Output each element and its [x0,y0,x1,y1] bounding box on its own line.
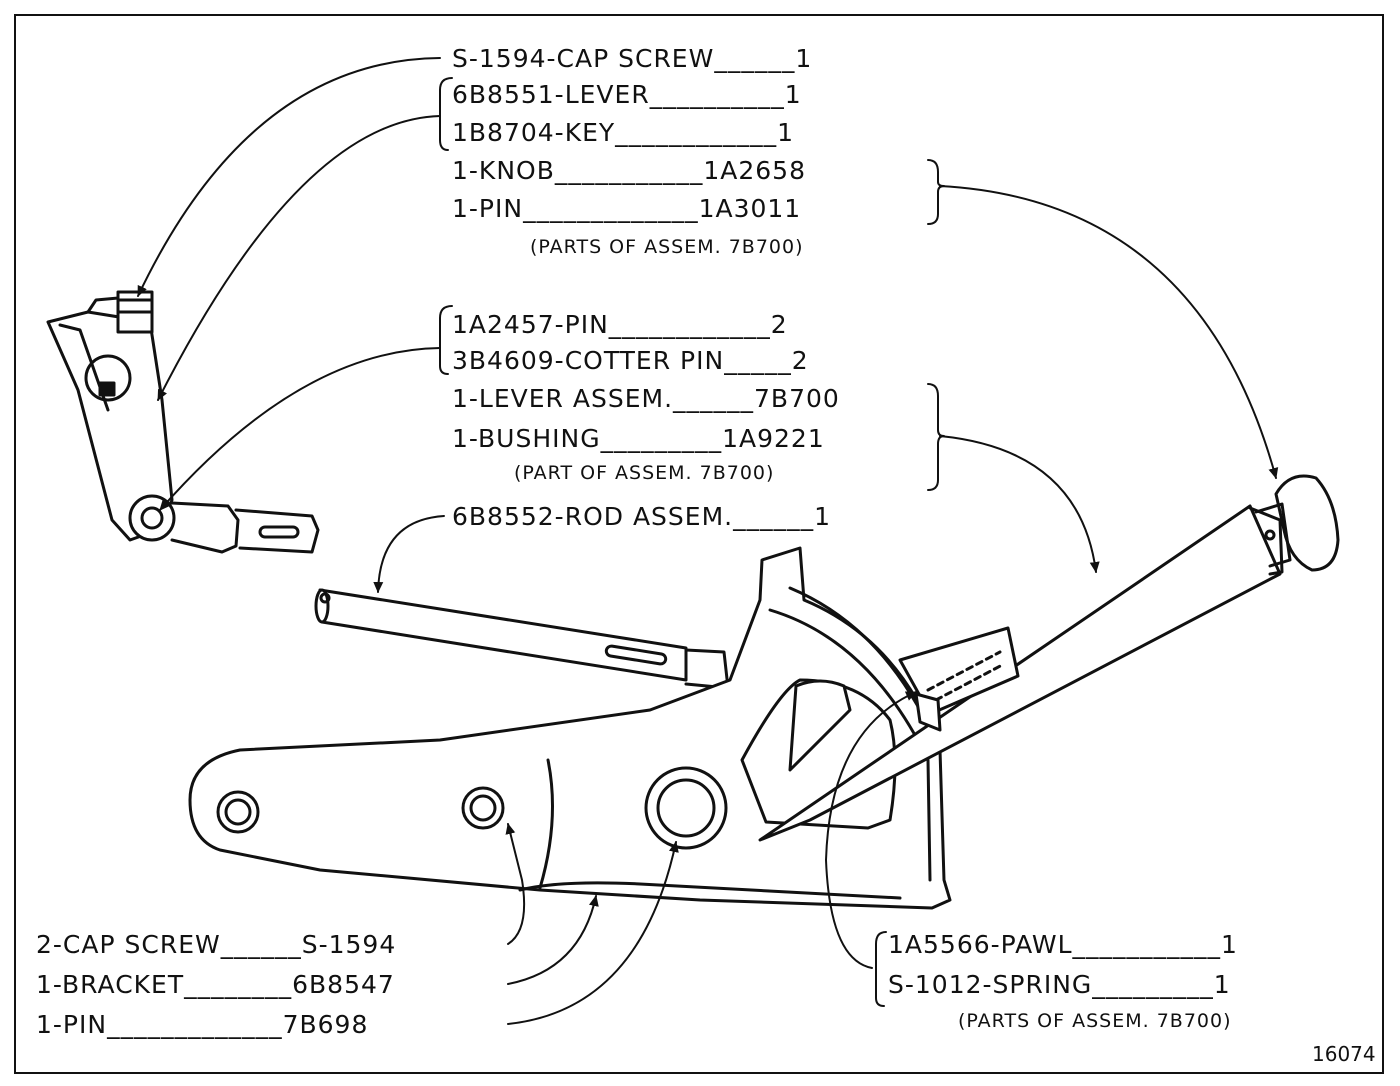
label-lever: 6B8551-LEVER__________1 [452,80,802,109]
note-parts-of-assem-top: (PARTS OF ASSEM. 7B700) [530,236,804,258]
label-braces [439,77,945,1007]
note-part-of-assem-mid: (PART OF ASSEM. 7B700) [514,462,775,484]
label-knob: 1-KNOB___________1A2658 [452,156,806,185]
note-parts-of-assem-bottom: (PARTS OF ASSEM. 7B700) [958,1010,1232,1032]
label-lever-assem: 1-LEVER ASSEM.______7B700 [452,384,840,413]
bracket [188,546,952,910]
label-key: 1B8704-KEY____________1 [452,118,795,147]
label-pin-2: 1A2457-PIN____________2 [452,310,788,339]
label-pin-7b698: 1-PIN_____________7B698 [36,1010,369,1039]
label-spring: S-1012-SPRING_________1 [888,970,1231,999]
label-rod-assem: 6B8552-ROD ASSEM.______1 [452,502,832,531]
label-bushing: 1-BUSHING_________1A9221 [452,424,825,453]
label-bracket: 1-BRACKET________6B8547 [36,970,395,999]
figure-number: 16074 [1312,1042,1376,1066]
leader-lines [137,57,1279,1025]
upper-lever [46,290,174,542]
label-pawl: 1A5566-PAWL___________1 [888,930,1238,959]
label-cap-screw: S-1594-CAP SCREW______1 [452,44,813,73]
label-pin: 1-PIN_____________1A3011 [452,194,802,223]
lever-assembly [758,474,1340,842]
rod-assembly [314,588,730,690]
label-cap-screw-2: 2-CAP SCREW______S-1594 [36,930,397,959]
upper-pin-joint [128,494,320,554]
label-cotter-pin: 3B4609-COTTER PIN_____2 [452,346,809,375]
